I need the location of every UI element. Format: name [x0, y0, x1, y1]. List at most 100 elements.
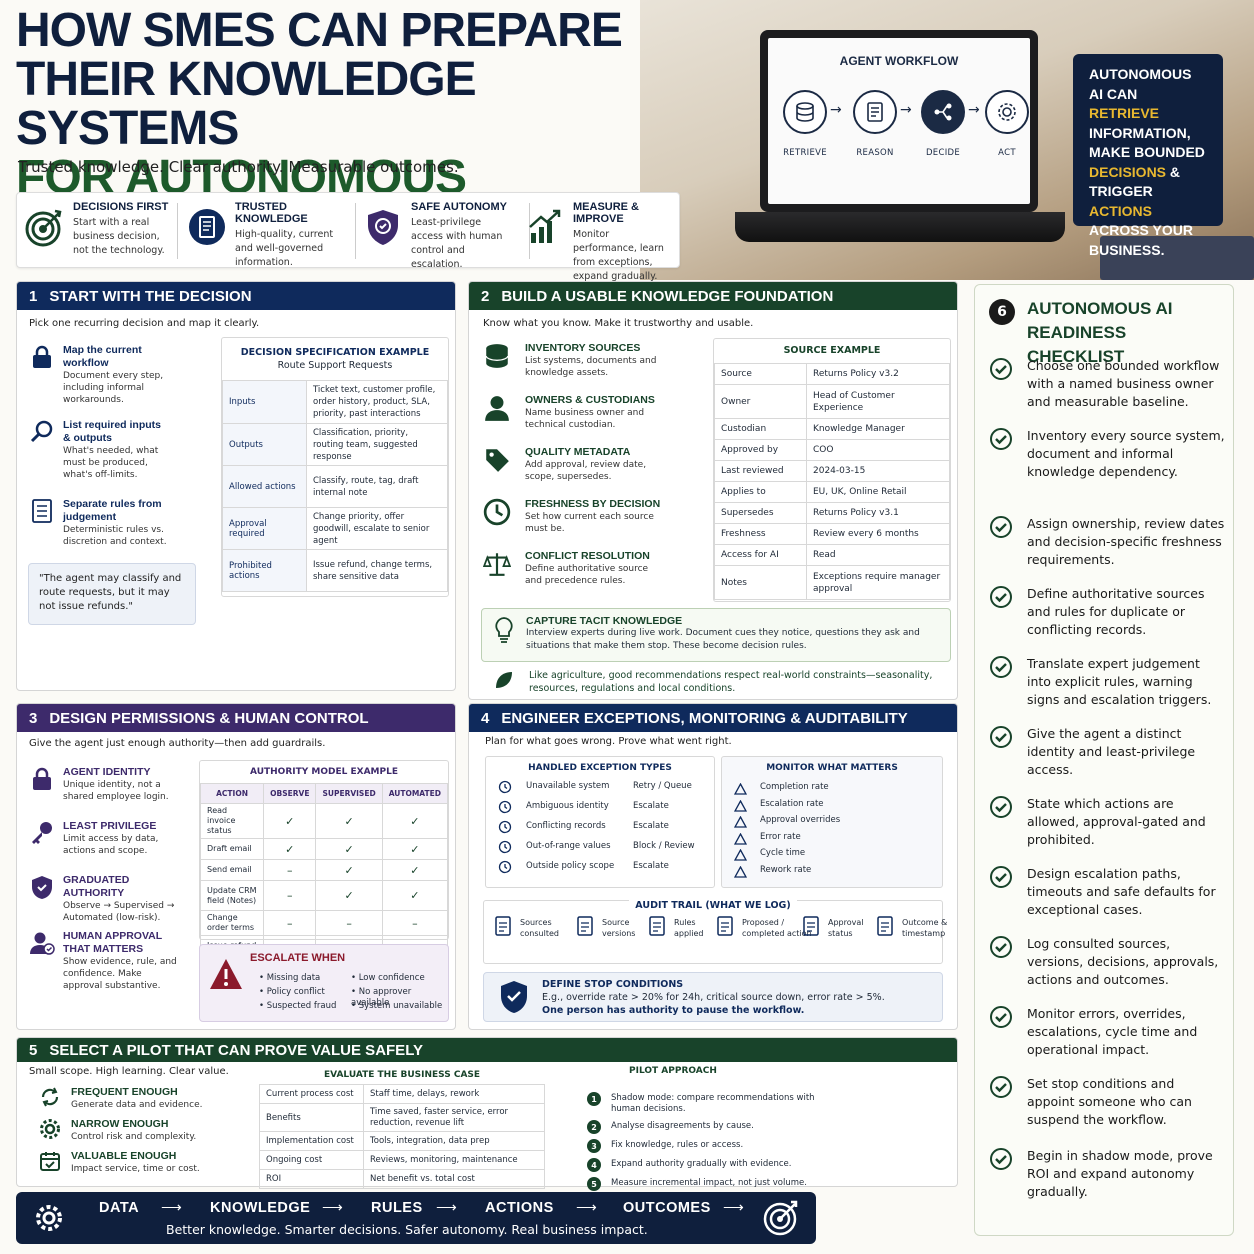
approach-step: Expand authority gradually with evidence… [611, 1159, 792, 1169]
flow-step: OUTCOMES [623, 1200, 711, 1216]
workflow-step-retrieve: RETRIEVE [782, 90, 828, 158]
clock-icon [498, 859, 512, 878]
checklist-item: Define authoritative sources and rules f… [989, 585, 1225, 639]
escalate-item: • Suspected fraud [259, 1001, 337, 1011]
database-icon [796, 102, 814, 122]
table-row: Send email–✓✓ [199, 859, 449, 881]
clock-icon [483, 498, 511, 526]
magnifier-icon [30, 420, 53, 443]
escalate-item: • No approver available [351, 987, 412, 1008]
monitor-metric: Rework rate [760, 864, 812, 875]
target-icon [25, 209, 62, 247]
arrow-icon: ⟶ [322, 1200, 344, 1216]
checklist-item: Monitor errors, overrides, escalations, … [989, 1005, 1225, 1059]
audit-icon [576, 915, 594, 941]
target-icon [763, 1200, 798, 1236]
quote-box: "The agent may classify and route reques… [28, 563, 196, 625]
audit-item: Outcome & timestamp [902, 918, 948, 938]
audit-icon [648, 915, 666, 941]
exception-handling: Escalate [633, 821, 669, 831]
audit-item: Rules applied [674, 918, 704, 938]
clock-icon [498, 839, 512, 858]
monitor-icon [733, 798, 748, 817]
audit-item: Sources consulted [520, 918, 559, 938]
check-circle-icon [989, 1147, 1013, 1171]
escalate-item: • Low confidence [351, 973, 425, 983]
step-number: 5 [587, 1177, 601, 1191]
gear-icon [40, 1119, 60, 1139]
checklist-item: Design escalation paths, timeouts and sa… [989, 865, 1225, 919]
check-circle-icon [989, 1075, 1013, 1099]
exception-handling: Escalate [633, 861, 669, 871]
workflow-step-act: ACT [984, 90, 1030, 158]
document-icon [867, 102, 883, 122]
approach-step: Measure incremental impact, not just vol… [611, 1178, 807, 1188]
shield-check-icon [501, 981, 527, 1013]
section-4-title: ENGINEER EXCEPTIONS, MONITORING & AUDITA… [501, 709, 908, 727]
monitor-metric: Escalation rate [760, 798, 824, 809]
section-1-title: START WITH THE DECISION [49, 287, 252, 305]
checklist-item: Choose one bounded workflow with a named… [989, 357, 1225, 411]
checklist-item: Set stop conditions and appoint someone … [989, 1075, 1225, 1129]
escalate-item: • Policy conflict [259, 987, 325, 997]
tag-icon [486, 449, 509, 472]
check-circle-icon [989, 725, 1013, 749]
flow-step: KNOWLEDGE [210, 1200, 311, 1216]
monitor-metric: Completion rate [760, 782, 829, 792]
section-6-checklist: 6 AUTONOMOUS AI READINESS CHECKLIST Choo… [974, 284, 1234, 1236]
checklist-icon [32, 499, 52, 523]
exception-type: Conflicting records [526, 821, 606, 831]
checklist-item: Begin in shadow mode, prove ROI and expa… [989, 1147, 1225, 1201]
lightbulb-icon [495, 617, 513, 643]
checklist-item: Log consulted sources, versions, decisio… [989, 935, 1225, 989]
exception-type: Unavailable system [526, 781, 610, 791]
approach-step: Fix knowledge, rules or access. [611, 1140, 744, 1150]
table-row: Change order terms––– [199, 910, 449, 936]
clock-icon [498, 799, 512, 818]
exception-handling: Block / Review [633, 841, 695, 851]
scales-icon [482, 553, 512, 576]
database-icon [485, 344, 509, 368]
audit-icon [876, 915, 894, 941]
check-circle-icon [989, 585, 1013, 609]
gear-icon [36, 1205, 62, 1231]
check-circle-icon [989, 515, 1013, 539]
decision-spec-table: DECISION SPECIFICATION EXAMPLE Route Sup… [221, 337, 449, 597]
checklist-item: Assign ownership, review dates and decis… [989, 515, 1225, 569]
exception-types-table: HANDLED EXCEPTION TYPES Unavailable syst… [485, 756, 715, 888]
step-number: 2 [587, 1120, 601, 1134]
workflow-step-decide: DECIDE [920, 90, 966, 158]
warning-icon [210, 959, 242, 989]
table-row: Update CRM field (Notes)–✓✓ [199, 880, 449, 911]
section-3-title: DESIGN PERMISSIONS & HUMAN CONTROL [49, 709, 369, 727]
lock-icon [33, 767, 51, 790]
flow-step: ACTIONS [485, 1200, 554, 1216]
exception-handling: Retry / Queue [633, 781, 692, 791]
cycle-icon [41, 1087, 59, 1107]
shield-icon [368, 210, 398, 245]
